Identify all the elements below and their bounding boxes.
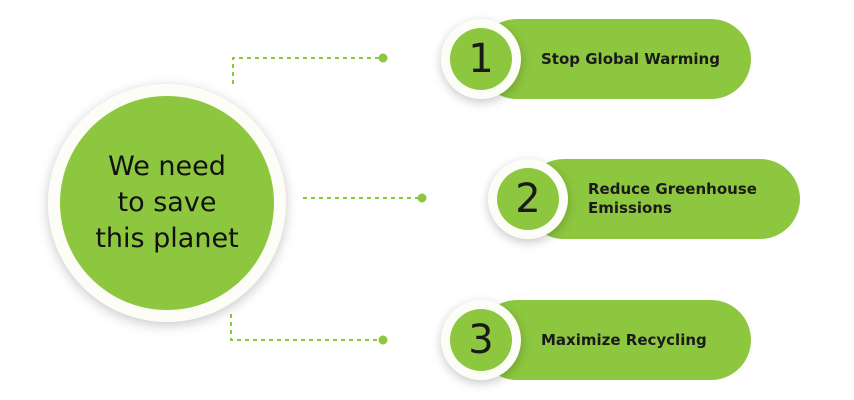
connector-dot-3: [378, 335, 388, 345]
item-label-3: Maximize Recycling: [541, 330, 707, 349]
connector-1: [232, 57, 382, 84]
connector-dot-1: [378, 53, 388, 63]
item-label-2: Reduce Greenhouse Emissions: [588, 180, 757, 217]
connector-dot-2: [417, 193, 427, 203]
hub-title: We need to save this planet: [95, 151, 239, 254]
item-number-3: 3: [468, 317, 494, 363]
central-hub-fill: We need to save this planet: [60, 96, 274, 310]
item-pill-3: Maximize Recycling: [477, 300, 751, 380]
item-number-1: 1: [468, 36, 494, 82]
item-number-2: 2: [515, 176, 541, 222]
item-pill-2: Reduce Greenhouse Emissions: [524, 159, 800, 239]
central-hub-circle: We need to save this planet: [48, 84, 286, 322]
item-badge-1: 1: [441, 19, 521, 99]
connector-3: [230, 314, 382, 341]
item-badge-2: 2: [488, 159, 568, 239]
item-pill-1: Stop Global Warming: [477, 19, 751, 99]
item-badge-3: 3: [441, 300, 521, 380]
item-label-1: Stop Global Warming: [541, 49, 720, 68]
